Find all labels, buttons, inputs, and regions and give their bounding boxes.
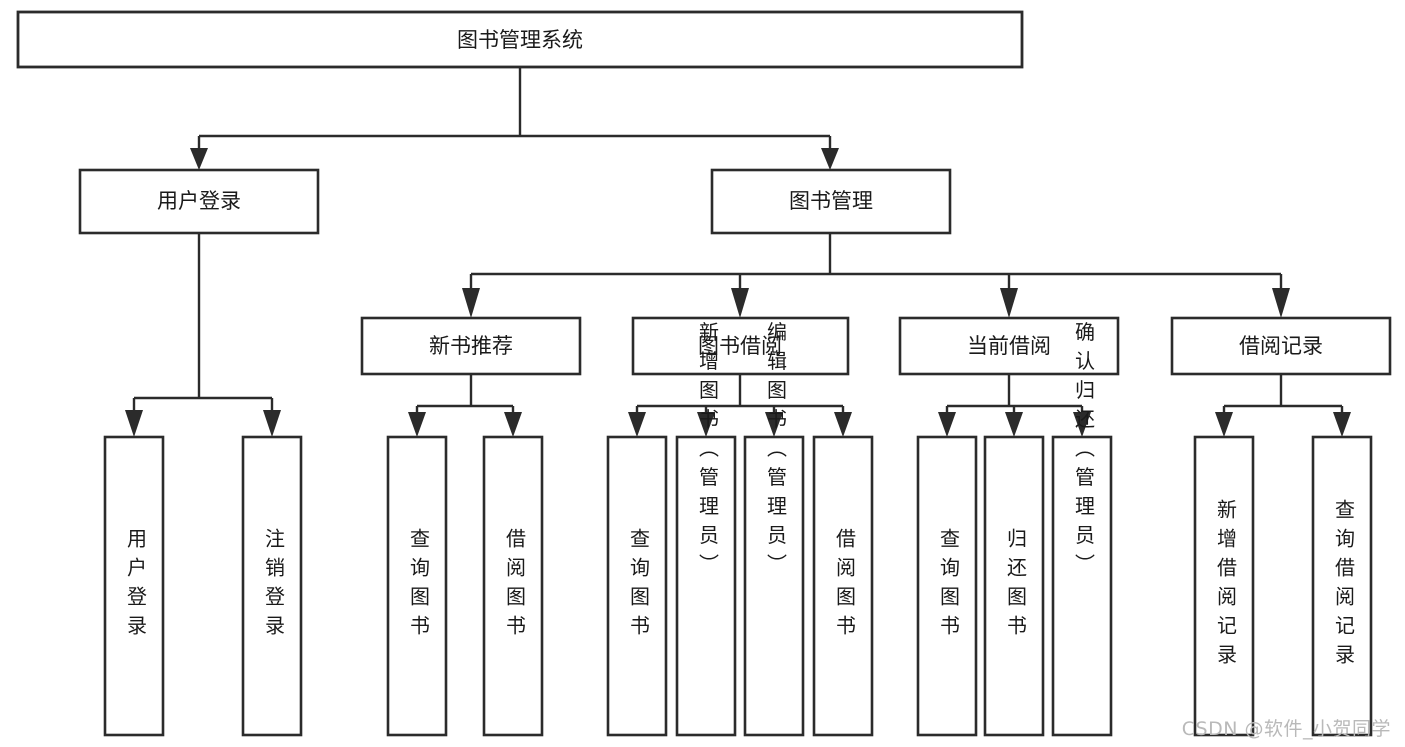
arrow-head: [628, 412, 646, 437]
leaf-return-book-rect[interactable]: [983, 435, 1045, 737]
node-current-borrow-rect[interactable]: [898, 316, 1120, 376]
leaf-add-book-admin-rect[interactable]: [675, 435, 737, 737]
arrow-head: [697, 412, 715, 437]
arrow-head: [125, 410, 143, 437]
node-book-borrow-label: 图书借阅: [698, 334, 782, 358]
leaf-add-borrow-record-rect[interactable]: [1193, 435, 1255, 737]
arrow-head: [731, 288, 749, 318]
leaf-confirm-return-admin[interactable]: 确认归还（管理员）: [1051, 321, 1113, 737]
leaf-edit-book-admin-rect[interactable]: [743, 435, 805, 737]
connector-layer: [125, 67, 1351, 437]
leaf-query-book-3-label: 查询图书: [937, 528, 961, 644]
arrow-head: [938, 412, 956, 437]
node-user-login[interactable]: 用户登录: [78, 168, 320, 235]
node-root-rect[interactable]: [16, 10, 1024, 69]
leaf-query-book-1-label: 查询图书: [407, 528, 431, 644]
leaf-user-logout[interactable]: 注销登录: [241, 435, 303, 737]
arrow-head: [1000, 288, 1018, 318]
edge-bookmgmt-to-level2: [462, 233, 1290, 318]
leaf-query-book-3[interactable]: 查询图书: [916, 435, 978, 737]
edge-currentborrow-to-leaves: [938, 374, 1091, 437]
arrow-head: [1215, 412, 1233, 437]
leaf-query-book-1-rect[interactable]: [386, 435, 448, 737]
node-user-login-rect[interactable]: [78, 168, 320, 235]
edge-borrowrecord-to-leaves: [1215, 374, 1351, 437]
arrow-head: [1005, 412, 1023, 437]
node-current-borrow[interactable]: 当前借阅: [898, 316, 1120, 376]
leaf-user-login[interactable]: 用户登录: [103, 435, 165, 737]
leaf-borrow-book-2[interactable]: 借阅图书: [812, 435, 874, 737]
node-borrow-record-rect[interactable]: [1170, 316, 1392, 376]
node-book-borrow[interactable]: 图书借阅: [631, 316, 850, 376]
leaf-query-book-2-rect[interactable]: [606, 435, 668, 737]
leaf-query-book-3-rect[interactable]: [916, 435, 978, 737]
leaf-confirm-return-admin-label: 确认归还（管理员）: [1072, 321, 1096, 582]
leaf-return-book-label: 归还图书: [1004, 528, 1028, 644]
arrow-head: [462, 288, 480, 318]
leaf-add-borrow-record[interactable]: 新增借阅记录: [1193, 435, 1255, 737]
node-borrow-record[interactable]: 借阅记录: [1170, 316, 1392, 376]
arrow-head: [1333, 412, 1351, 437]
node-new-book-recommend-label: 新书推荐: [429, 334, 513, 358]
edge-newbook-to-leaves: [408, 374, 522, 437]
leaf-return-book[interactable]: 归还图书: [983, 435, 1045, 737]
arrow-head: [504, 412, 522, 437]
node-borrow-record-label: 借阅记录: [1239, 334, 1323, 358]
arrow-head: [1073, 412, 1091, 437]
node-root[interactable]: 图书管理系统: [16, 10, 1024, 69]
leaf-add-book-admin-label: 新增图书（管理员）: [696, 321, 720, 582]
arrow-head: [1272, 288, 1290, 318]
edge-root-to-level1: [190, 67, 839, 170]
arrow-head: [765, 412, 783, 437]
node-current-borrow-label: 当前借阅: [967, 334, 1051, 358]
leaf-user-logout-rect[interactable]: [241, 435, 303, 737]
leaf-borrow-book-1-label: 借阅图书: [503, 528, 527, 644]
leaf-query-borrow-record-rect[interactable]: [1311, 435, 1373, 737]
arrow-head: [408, 412, 426, 437]
leaf-confirm-return-admin-rect[interactable]: [1051, 435, 1113, 737]
leaf-user-logout-label: 注销登录: [262, 528, 286, 644]
leaf-add-borrow-record-label: 新增借阅记录: [1214, 499, 1238, 673]
arrow-head: [190, 148, 208, 170]
leaf-edit-book-admin[interactable]: 编辑图书（管理员）: [743, 321, 805, 737]
node-new-book-recommend[interactable]: 新书推荐: [360, 316, 582, 376]
node-book-management-label: 图书管理: [789, 189, 873, 213]
leaf-borrow-book-2-rect[interactable]: [812, 435, 874, 737]
node-root-label: 图书管理系统: [457, 28, 583, 52]
leaf-add-book-admin[interactable]: 新增图书（管理员）: [675, 321, 737, 737]
arrow-head: [834, 412, 852, 437]
arrow-head: [821, 148, 839, 170]
leaf-edit-book-admin-label: 编辑图书（管理员）: [764, 321, 788, 582]
leaf-user-login-label: 用户登录: [124, 528, 148, 644]
leaf-user-login-rect[interactable]: [103, 435, 165, 737]
node-book-management-rect[interactable]: [710, 168, 952, 235]
node-new-book-recommend-rect[interactable]: [360, 316, 582, 376]
edge-bookborrow-to-leaves: [628, 374, 852, 437]
leaf-borrow-book-1[interactable]: 借阅图书: [482, 435, 544, 737]
leaf-borrow-book-1-rect[interactable]: [482, 435, 544, 737]
leaf-borrow-book-2-label: 借阅图书: [833, 528, 857, 644]
leaf-query-book-2-label: 查询图书: [627, 528, 651, 644]
leaf-query-book-1[interactable]: 查询图书: [386, 435, 448, 737]
node-book-management[interactable]: 图书管理: [710, 168, 952, 235]
leaf-query-book-2[interactable]: 查询图书: [606, 435, 668, 737]
arrow-head: [263, 410, 281, 437]
node-book-borrow-rect[interactable]: [631, 316, 850, 376]
leaf-query-borrow-record-label: 查询借阅记录: [1332, 499, 1356, 673]
leaf-query-borrow-record[interactable]: 查询借阅记录: [1311, 435, 1373, 737]
node-user-login-label: 用户登录: [157, 189, 241, 213]
edge-userlogin-to-leaves: [125, 233, 281, 437]
